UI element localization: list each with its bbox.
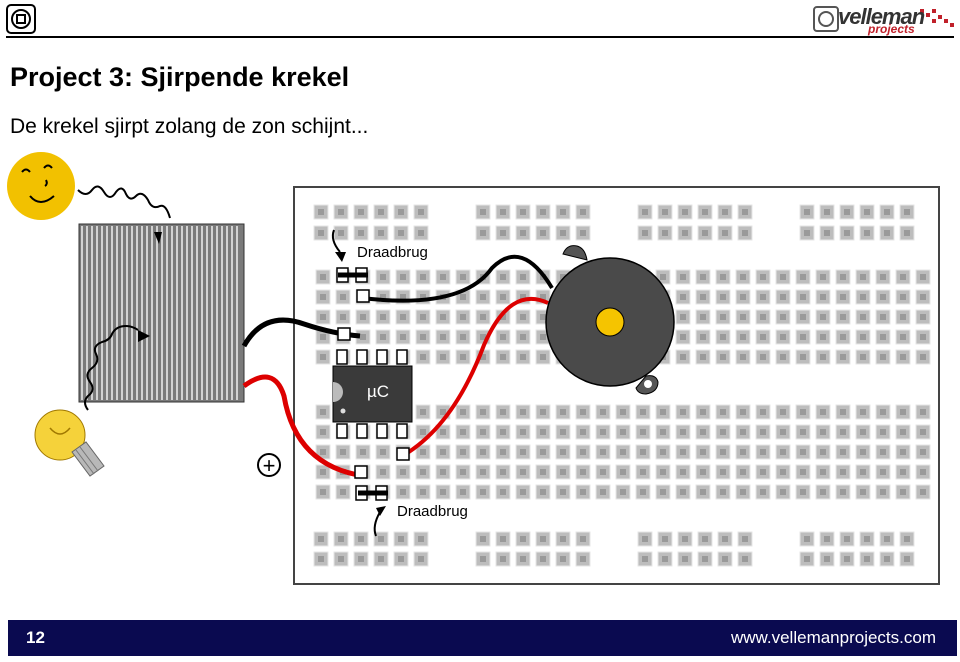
light-bulb-icon bbox=[34, 409, 105, 477]
page-subtitle: De krekel sjirpt zolang de zon schijnt..… bbox=[10, 115, 369, 138]
jumper-label-top: Draadbrug bbox=[357, 244, 428, 261]
logo-text: velleman bbox=[838, 4, 925, 29]
website-url: www.vellemanprojects.com bbox=[730, 628, 936, 647]
buzzer-icon bbox=[545, 245, 675, 395]
footer-bar bbox=[8, 620, 957, 656]
ic-label: µC bbox=[367, 382, 389, 401]
circuit-diagram: + Draadbrug Draadbrug µC bbox=[7, 152, 940, 585]
header-rule bbox=[6, 36, 954, 38]
site-badge-icon bbox=[6, 4, 36, 34]
sun-icon bbox=[7, 152, 75, 220]
velleman-logo-icon bbox=[813, 6, 954, 32]
solar-panel-icon bbox=[78, 223, 245, 403]
microcontroller-chip: µC bbox=[332, 327, 413, 461]
page-title: Project 3: Sjirpende krekel bbox=[10, 62, 350, 92]
plus-symbol: + bbox=[263, 453, 276, 478]
plus-terminal-icon bbox=[257, 453, 281, 477]
page-number: 12 bbox=[26, 628, 45, 647]
logo-subtext: projects bbox=[868, 22, 915, 36]
jumper-label-bottom: Draadbrug bbox=[397, 503, 468, 520]
